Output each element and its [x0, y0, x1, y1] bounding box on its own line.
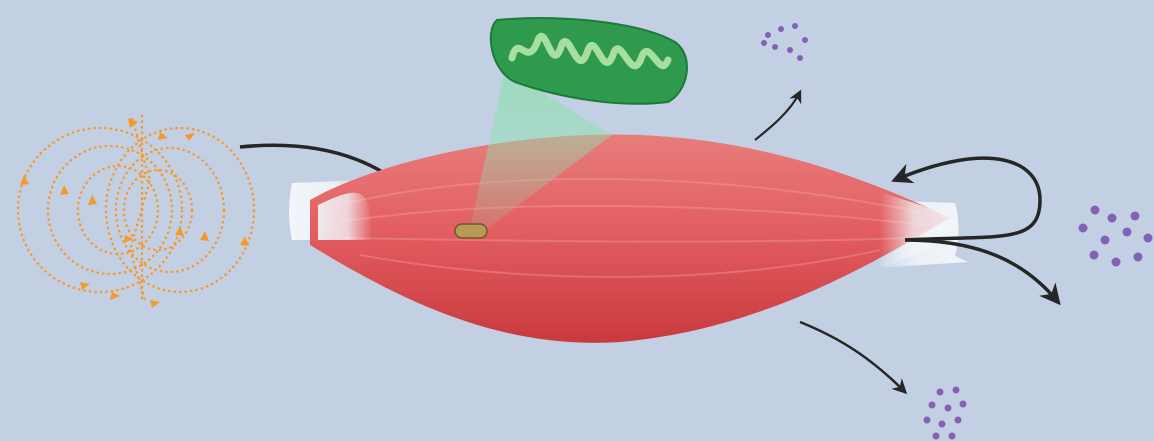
- particle-dot: [1134, 253, 1143, 262]
- mitochondrion-small-icon: [455, 224, 487, 238]
- particle-dot: [1101, 236, 1110, 245]
- particle-dot: [960, 401, 967, 408]
- particle-dot: [772, 44, 778, 50]
- particle-dot: [953, 387, 960, 394]
- particle-dot: [945, 405, 952, 412]
- particle-dot: [1131, 212, 1140, 221]
- particle-dot: [1079, 224, 1088, 233]
- particle-dot: [797, 55, 803, 61]
- particle-dot: [924, 417, 931, 424]
- particle-dot: [939, 421, 946, 428]
- particle-dot: [778, 26, 784, 32]
- particle-dot: [802, 37, 808, 43]
- particle-dot: [949, 433, 956, 440]
- particle-dot: [1091, 206, 1100, 215]
- particle-dot: [1108, 214, 1117, 223]
- particle-dot: [765, 32, 771, 38]
- particle-dot: [1144, 234, 1153, 243]
- particle-dot: [1112, 258, 1121, 267]
- particle-dot: [929, 402, 936, 409]
- particle-dot: [1090, 251, 1099, 260]
- particle-dot: [955, 417, 962, 424]
- particle-dot: [761, 40, 767, 46]
- particle-dot: [792, 23, 798, 29]
- particle-dot: [1123, 228, 1132, 237]
- particle-dot: [937, 389, 944, 396]
- particle-dot: [787, 47, 793, 53]
- particle-dot: [933, 433, 940, 440]
